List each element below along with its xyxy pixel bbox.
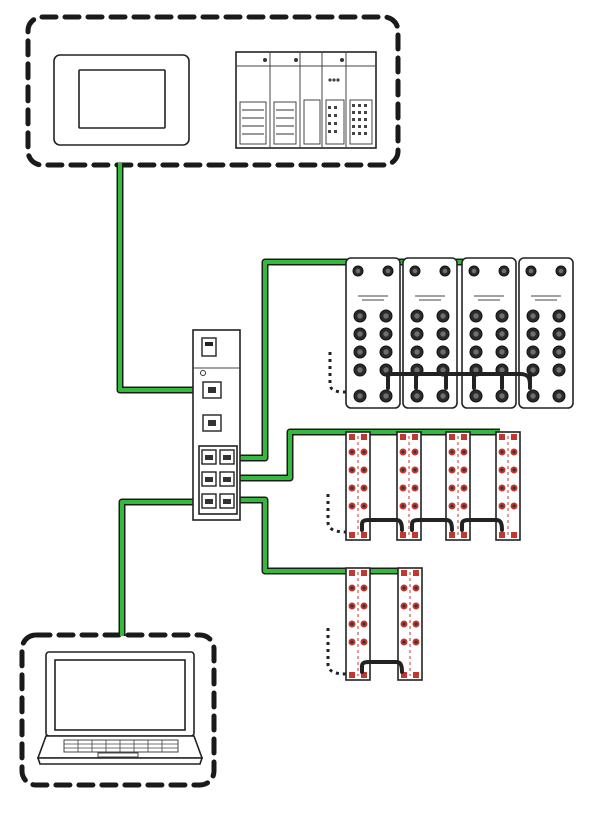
power-chain-slim-pair xyxy=(326,628,404,676)
cable-switch-to-slim-row xyxy=(232,428,500,482)
cable-hmi-to-switch xyxy=(116,163,207,394)
slim-io-module xyxy=(397,567,423,681)
m12-io-module-row xyxy=(328,257,574,409)
laptop xyxy=(36,651,204,765)
cable-switch-to-m12-row xyxy=(232,258,352,462)
slim-io-module-pair xyxy=(326,567,423,681)
power-chain-slim-row xyxy=(326,494,504,534)
cable-switch-to-laptop xyxy=(118,498,207,636)
slim-io-module-row xyxy=(326,431,521,541)
m12-io-module xyxy=(518,257,574,409)
m12-io-module xyxy=(345,257,401,409)
power-chain-m12-row xyxy=(328,352,532,394)
m12-io-module xyxy=(402,257,458,409)
cable-switch-to-slim-pair xyxy=(232,496,402,575)
laptop-group-boundary xyxy=(19,632,217,788)
plc-rack xyxy=(235,51,377,149)
control-group-boundary xyxy=(25,14,401,168)
slim-io-module xyxy=(345,431,371,541)
ethernet-switch xyxy=(192,329,241,521)
m12-io-module xyxy=(461,257,517,409)
hmi-touch-panel xyxy=(53,54,190,146)
